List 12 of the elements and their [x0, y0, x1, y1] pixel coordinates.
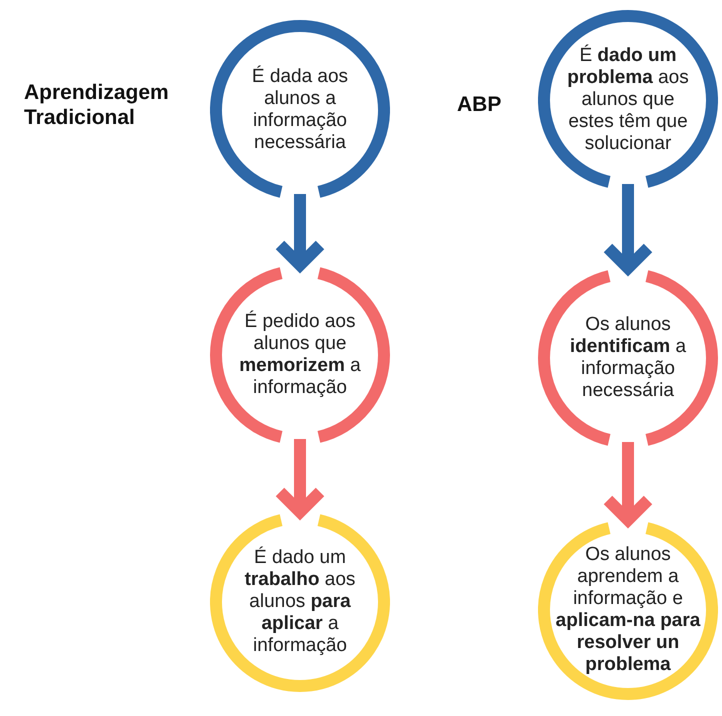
step-text: É dada aos alunos a informação necessária [250, 66, 350, 154]
arrow [274, 194, 326, 271]
column-heading: Aprendizagem Tradicional [24, 80, 170, 130]
column-heading: ABP [457, 92, 502, 117]
step-text: É dado um trabalho aos alunos para aplicar a informação [244, 547, 356, 657]
arrow [602, 442, 654, 526]
arrow [602, 184, 654, 274]
arrow [274, 439, 326, 518]
step-text: Os alunos identificam a informação necessária [568, 314, 688, 402]
step-text: Os alunos aprendem a informação e aplicam-na para resolver un problema [556, 544, 700, 676]
step-text: É pedido aos alunos que memorizem a informação [238, 311, 362, 399]
step-text: É dado um problema aos alunos que estes têm que solucionar [566, 45, 690, 155]
